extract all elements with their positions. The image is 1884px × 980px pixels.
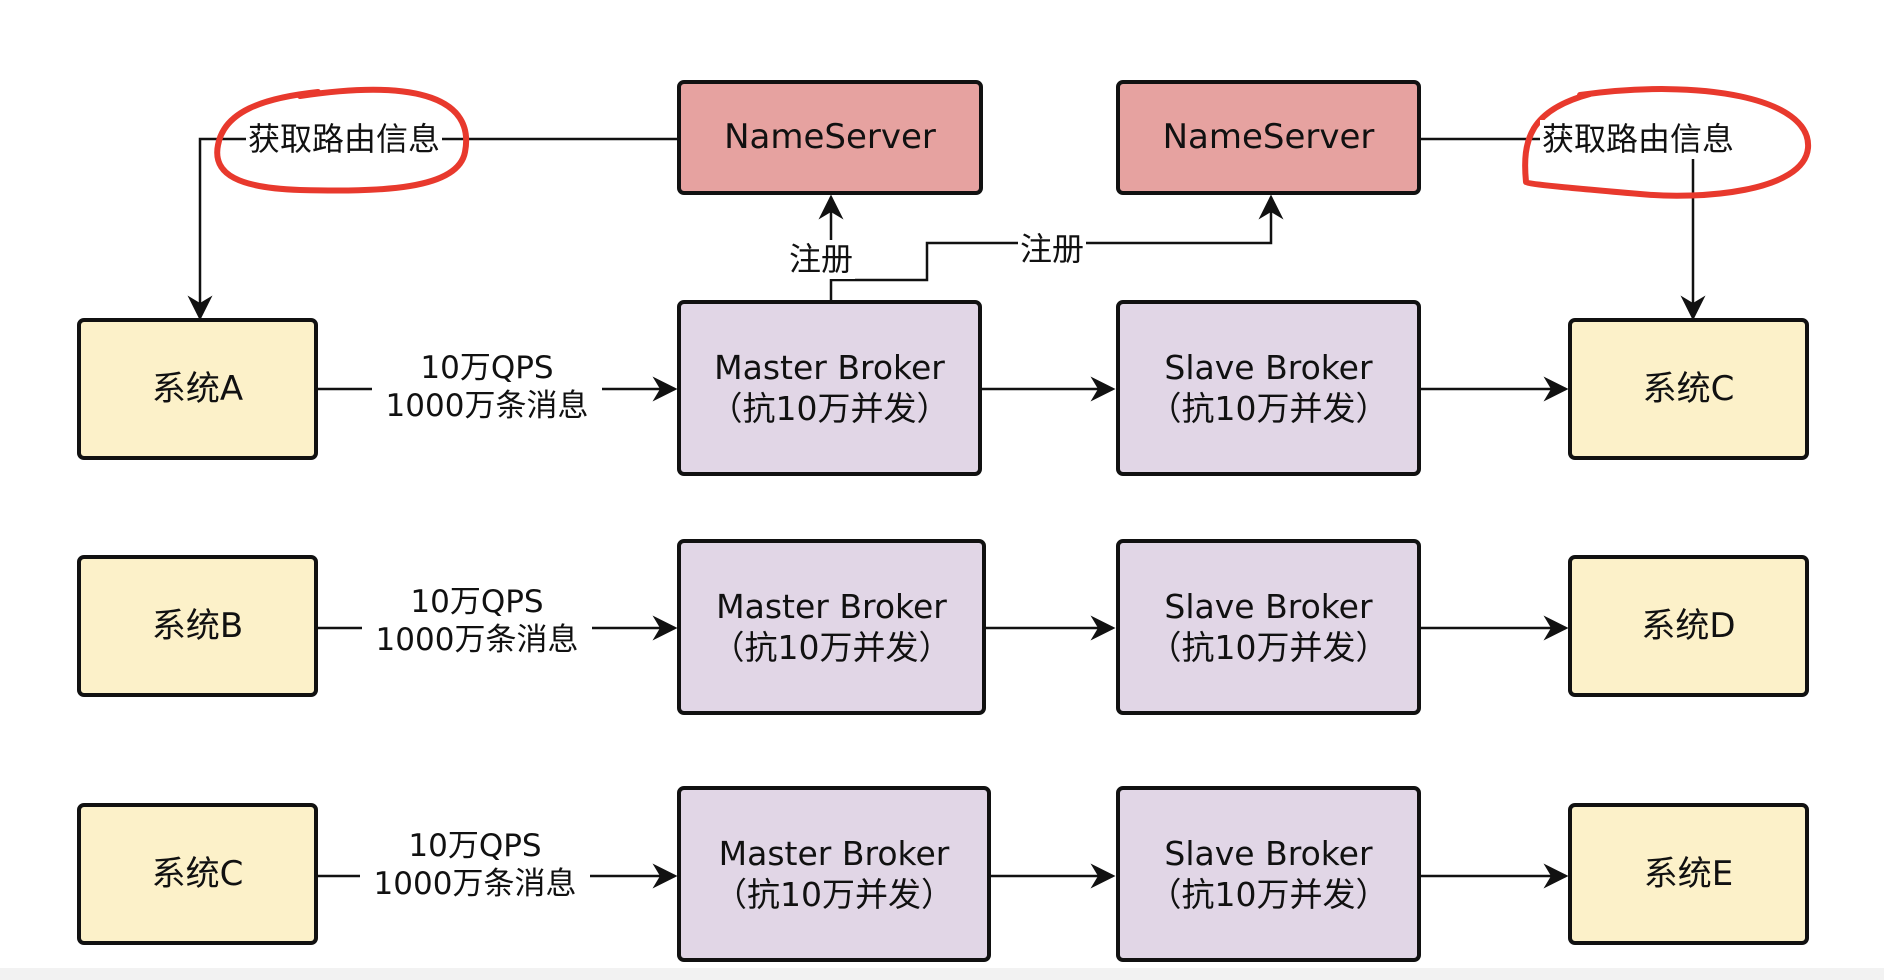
master-row2-title: Master Broker xyxy=(716,586,947,626)
consumer-row3-label: 系统E xyxy=(1643,853,1734,894)
master-broker-row3[interactable]: Master Broker （抗10万并发） xyxy=(677,786,991,962)
slave-row3-capacity: （抗10万并发） xyxy=(1148,875,1389,914)
master-row2-capacity: （抗10万并发） xyxy=(711,628,952,667)
nameserver-left-label: NameServer xyxy=(724,117,936,158)
master-row3-capacity: （抗10万并发） xyxy=(714,875,954,914)
master-row1-title: Master Broker xyxy=(714,347,945,387)
producer-system-row2[interactable]: 系统B xyxy=(77,555,318,697)
route-info-right-label: 获取路由信息 xyxy=(1540,120,1737,160)
consumer-row1-label: 系统C xyxy=(1642,368,1735,409)
nameserver-right-label: NameServer xyxy=(1162,117,1375,158)
flow-row2-messages: 1000万条消息 xyxy=(375,621,579,658)
consumer-system-row3[interactable]: 系统E xyxy=(1568,803,1809,945)
register-left-label: 注册 xyxy=(787,240,856,280)
producer-row2-label: 系统B xyxy=(151,605,244,646)
flow-label-row1: 10万QPS 1000万条消息 xyxy=(372,350,602,426)
consumer-row2-label: 系统D xyxy=(1641,605,1736,646)
nameserver-right[interactable]: NameServer xyxy=(1116,80,1421,195)
slave-row2-title: Slave Broker xyxy=(1164,586,1373,626)
slave-broker-row2[interactable]: Slave Broker （抗10万并发） xyxy=(1116,539,1421,715)
producer-system-row1[interactable]: 系统A xyxy=(77,318,318,460)
slave-row1-title: Slave Broker xyxy=(1164,347,1373,387)
register-line-right xyxy=(831,194,1284,282)
bottom-margin-strip xyxy=(0,968,1884,980)
producer-row1-label: 系统A xyxy=(151,368,244,409)
producer-system-row3[interactable]: 系统C xyxy=(77,803,318,945)
route-line-right xyxy=(1421,137,1706,321)
flow-label-row3: 10万QPS 1000万条消息 xyxy=(360,828,590,904)
flow-row3-qps: 10万QPS xyxy=(408,828,542,864)
consumer-system-row2[interactable]: 系统D xyxy=(1568,555,1809,697)
nameserver-left[interactable]: NameServer xyxy=(677,80,983,195)
consumer-system-row1[interactable]: 系统C xyxy=(1568,318,1809,460)
flow-row2-qps: 10万QPS xyxy=(410,584,544,620)
route-line-left xyxy=(187,137,677,321)
master-broker-row1[interactable]: Master Broker （抗10万并发） xyxy=(677,300,982,476)
slave-row1-capacity: （抗10万并发） xyxy=(1148,389,1389,428)
highlight-circle-right xyxy=(1522,86,1812,199)
flow-row1-qps: 10万QPS xyxy=(420,350,554,386)
flow-row1-messages: 1000万条消息 xyxy=(385,387,589,424)
route-info-left-label: 获取路由信息 xyxy=(246,120,443,160)
register-right-label: 注册 xyxy=(1018,230,1087,270)
producer-row3-label: 系统C xyxy=(151,853,244,894)
slave-row2-capacity: （抗10万并发） xyxy=(1148,628,1389,667)
slave-row3-title: Slave Broker xyxy=(1164,833,1373,873)
highlight-circle-left xyxy=(214,86,470,194)
flow-label-row2: 10万QPS 1000万条消息 xyxy=(362,584,592,660)
flow-row3-messages: 1000万条消息 xyxy=(373,865,577,902)
master-row3-title: Master Broker xyxy=(718,833,950,873)
master-row1-capacity: （抗10万并发） xyxy=(709,389,950,428)
master-broker-row2[interactable]: Master Broker （抗10万并发） xyxy=(677,539,986,715)
slave-broker-row3[interactable]: Slave Broker （抗10万并发） xyxy=(1116,786,1421,962)
slave-broker-row1[interactable]: Slave Broker （抗10万并发） xyxy=(1116,300,1421,476)
